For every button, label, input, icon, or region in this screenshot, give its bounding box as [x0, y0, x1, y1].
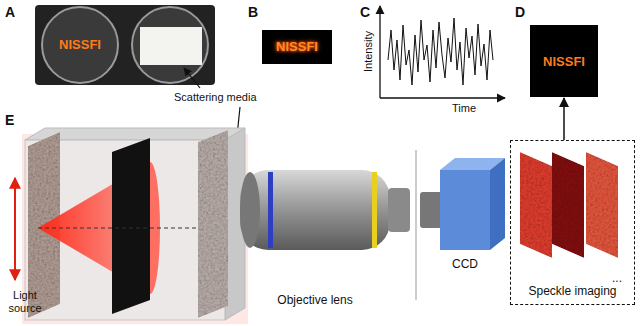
light-source-arrow — [15, 178, 16, 280]
result-image: DNISSFI — [530, 25, 598, 97]
photo-text: NISSFI — [50, 38, 110, 51]
panel-letter: C — [360, 4, 370, 20]
node-text: ... — [517, 272, 628, 284]
blurred-text: NISSFI — [262, 40, 332, 53]
blurred-image — [262, 30, 332, 64]
intensity-plot — [380, 6, 505, 98]
node-text: NISSFI — [543, 54, 585, 69]
part-label: Scattering media — [174, 91, 257, 104]
part-label: Light source — [0, 289, 50, 315]
part-label: CCD — [435, 258, 495, 271]
speckle-stack: ...Speckle imaging — [510, 140, 635, 305]
panel-letter: E — [5, 112, 14, 128]
node-text: Speckle imaging — [517, 284, 628, 299]
ccd-camera — [420, 158, 505, 250]
separator-line — [416, 150, 417, 300]
leader-arrow — [184, 68, 200, 88]
panel-letter: B — [248, 4, 258, 20]
sample-cuboid — [22, 128, 248, 324]
speckle-frames — [520, 152, 618, 258]
connector-arrow — [563, 98, 565, 140]
panel-letter: D — [515, 4, 525, 20]
part-label: Objective lens — [255, 294, 375, 307]
axis-label: Time — [452, 102, 476, 115]
objective-lens — [240, 170, 410, 250]
panel-letter: A — [5, 4, 15, 20]
axis-label: Intensity — [362, 22, 375, 82]
